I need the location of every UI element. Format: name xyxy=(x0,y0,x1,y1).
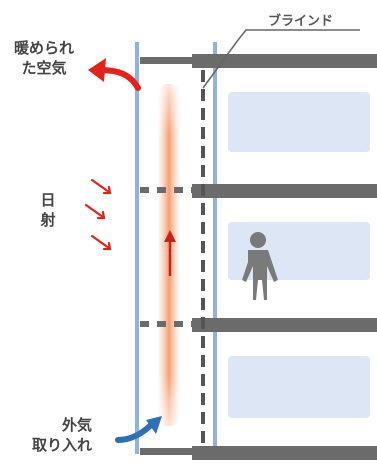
intake-label-line-1: 外気 xyxy=(61,416,92,434)
outer-glass xyxy=(135,42,139,454)
intake-arrow-icon xyxy=(115,416,162,443)
solar-label-line-2: 射 xyxy=(40,211,56,229)
warm-air-arrow-icon xyxy=(88,58,141,91)
sun-arrows-icon xyxy=(84,178,112,251)
air-up-arrow-icon xyxy=(164,230,176,276)
warm-air-label: 暖められ た空気 xyxy=(4,38,84,78)
blind-label: ブラインド xyxy=(268,14,334,29)
window-panel-3 xyxy=(228,356,370,418)
warm-air-label-line-1: 暖められ xyxy=(13,39,74,57)
person-icon xyxy=(242,232,278,300)
inner-glass xyxy=(213,42,217,454)
intake-label: 外気 取り入れ xyxy=(8,415,92,455)
bottom-cap xyxy=(140,448,192,455)
slab-floor-4 xyxy=(192,446,377,460)
intake-label-line-2: 取り入れ xyxy=(31,436,92,454)
slab-roof xyxy=(192,54,377,68)
solar-label: 日 射 xyxy=(36,190,60,230)
solar-label-line-1: 日 xyxy=(40,191,56,209)
blind-leader-line xyxy=(202,29,360,89)
top-cap xyxy=(140,57,192,64)
window-panel-1 xyxy=(228,92,370,152)
slab-floor-3 xyxy=(192,318,377,332)
warm-air-label-line-2: た空気 xyxy=(21,59,67,77)
slab-floor-2 xyxy=(192,184,377,198)
